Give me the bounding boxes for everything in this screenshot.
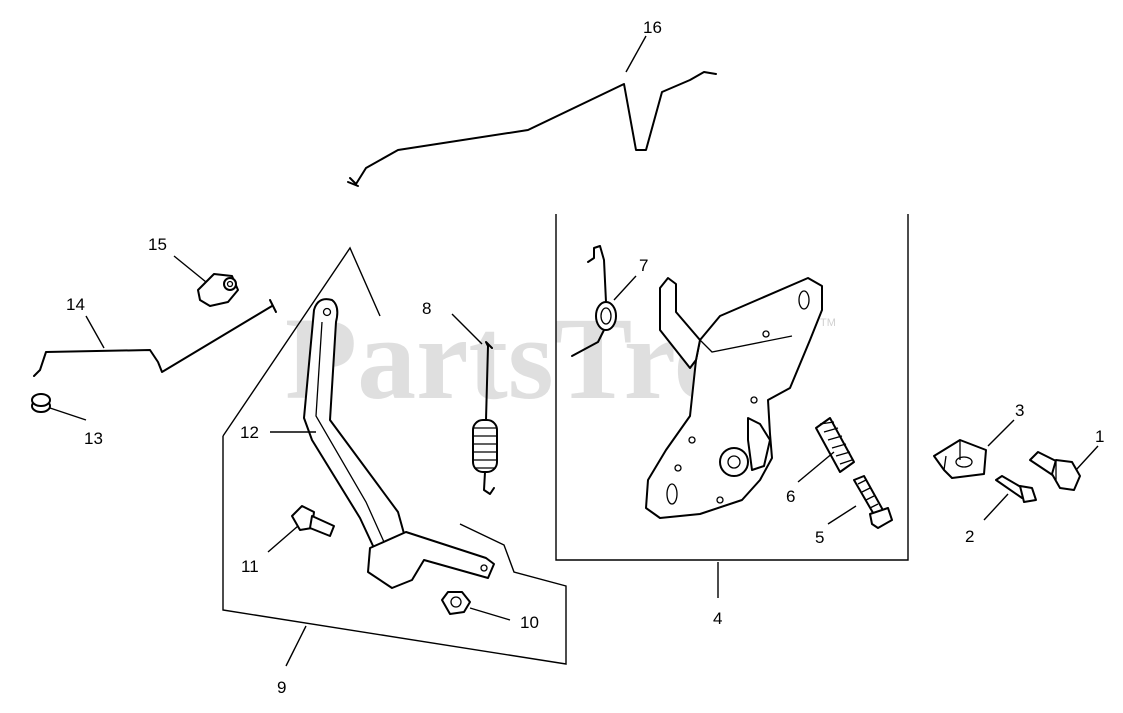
callout-8: 8 bbox=[422, 299, 431, 318]
part-10-nut[interactable] bbox=[441, 591, 471, 615]
part-5-screw[interactable] bbox=[853, 475, 893, 529]
callout-labels: 1 2 3 4 5 6 7 8 9 10 11 12 13 14 15 16 bbox=[66, 18, 1104, 697]
part-16-control-rod[interactable] bbox=[347, 71, 717, 187]
part-14-link-rod[interactable] bbox=[33, 299, 277, 377]
callout-13: 13 bbox=[84, 429, 103, 448]
callout-10: 10 bbox=[520, 613, 539, 632]
part-2-small-bolt[interactable] bbox=[995, 475, 1037, 503]
callout-16: 16 bbox=[643, 18, 662, 37]
part-7-torsion-spring[interactable] bbox=[571, 245, 617, 357]
callout-1: 1 bbox=[1095, 427, 1104, 446]
leader-lines bbox=[49, 35, 1099, 667]
callout-11: 11 bbox=[241, 557, 259, 576]
callout-3: 3 bbox=[1015, 401, 1024, 420]
bracket-9-top bbox=[222, 246, 381, 437]
callout-9: 9 bbox=[277, 678, 286, 697]
callout-2: 2 bbox=[965, 527, 974, 546]
part-15-clamp[interactable] bbox=[197, 273, 239, 307]
bracket-9-frame bbox=[222, 436, 567, 665]
part-8-spring[interactable] bbox=[472, 341, 498, 495]
callout-12: 12 bbox=[240, 423, 259, 442]
part-12-control-lever[interactable] bbox=[303, 298, 495, 589]
part-13-grommet[interactable] bbox=[31, 393, 51, 413]
callout-7: 7 bbox=[639, 256, 648, 275]
part-4-control-plate[interactable] bbox=[645, 277, 823, 519]
callout-4: 4 bbox=[713, 609, 722, 628]
callout-14: 14 bbox=[66, 295, 85, 314]
part-11-bolt[interactable] bbox=[291, 505, 335, 537]
part-6-compression-spring[interactable] bbox=[815, 417, 855, 473]
callout-6: 6 bbox=[786, 487, 795, 506]
part-3-spring-clip[interactable] bbox=[933, 439, 987, 479]
callout-15: 15 bbox=[148, 235, 167, 254]
part-1-flange-bolt[interactable] bbox=[1029, 451, 1081, 491]
watermark-trademark: TM bbox=[820, 317, 836, 329]
bracket-4-frame bbox=[555, 214, 909, 561]
callout-5: 5 bbox=[815, 528, 824, 547]
